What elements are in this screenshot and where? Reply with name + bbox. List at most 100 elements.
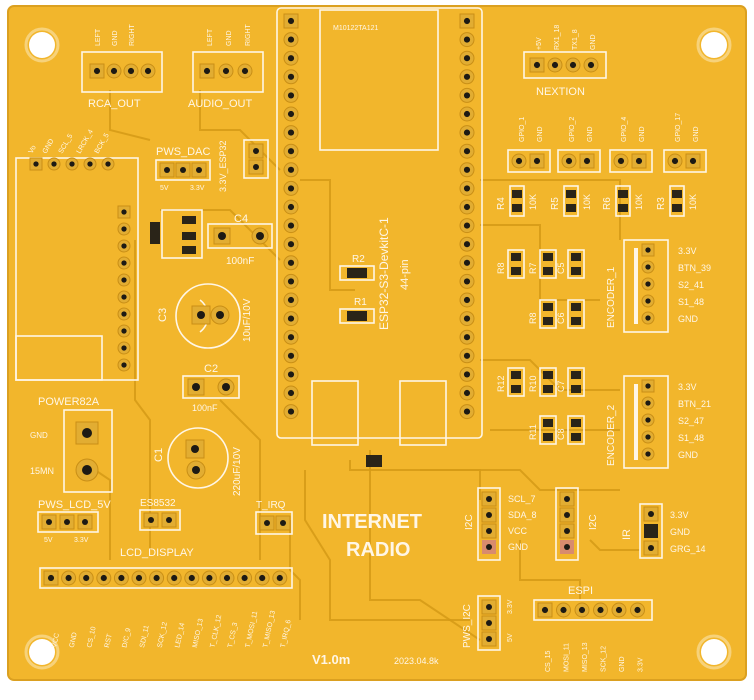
i2c-pin-label: VCC: [508, 526, 528, 536]
gpio-pin: [631, 153, 647, 169]
nextion-pin: [529, 57, 545, 73]
esp32-power-jumper: [243, 139, 269, 179]
esp32-right-pin: [459, 32, 475, 48]
gpio-header-label: GND: [537, 126, 544, 142]
rca-pin: [123, 63, 139, 79]
i2c-right-label: I2C: [588, 514, 599, 530]
c2-capacitor: [182, 375, 240, 399]
encoder-pin: [641, 447, 655, 461]
encoder-part-label: C5: [556, 262, 566, 274]
encoder-part-label: C7: [556, 380, 566, 392]
esp32-right-pin: [459, 199, 475, 215]
esp32-right-pin: [459, 218, 475, 234]
gpio-header-label: GPIO_17: [675, 113, 682, 142]
espi-pin-label: MOSI_11: [564, 643, 571, 672]
encoder-part-label: R10: [528, 375, 538, 392]
pws-i2c-33v: 3.3V: [507, 599, 514, 614]
esp32-left-pin: [283, 218, 299, 234]
pws-dac-jumper: [155, 159, 211, 181]
nextion-label: NEXTION: [536, 86, 585, 98]
c2-value: 100nF: [192, 403, 218, 413]
c4-capacitor: [207, 223, 273, 249]
lcd-display-label: LCD_DISPLAY: [120, 547, 194, 559]
c3-value: 10uF/10V: [242, 298, 253, 342]
encoder-pin-label: S2_47: [678, 416, 704, 426]
t-irq-jumper: [255, 511, 293, 535]
esp32-left-pin: [283, 292, 299, 308]
copper-traces: [94, 90, 640, 641]
esp32-left-pin: [283, 329, 299, 345]
encoder-pin-label: S1_48: [678, 433, 704, 443]
dac-side-pin: [117, 273, 131, 287]
c3-capacitor: [175, 283, 241, 349]
encoder-pin-label: S2_41: [678, 280, 704, 290]
ir-header: [639, 503, 663, 559]
gpio-pin: [613, 153, 629, 169]
dac-side-pin: [117, 324, 131, 338]
gpio-pin: [667, 153, 683, 169]
encoder-pin: [641, 243, 655, 257]
encoder-pin-label: S1_48: [678, 297, 704, 307]
nextion-pin-label: RX1_18: [554, 25, 561, 50]
mounting-holes: [24, 27, 732, 670]
dac-top-pin: [47, 157, 61, 171]
lcd-pin-label: GND: [69, 632, 79, 649]
c1-capacitor: [167, 427, 229, 489]
encoder-pin: [641, 413, 655, 427]
audio-pin-label: LEFT: [207, 28, 214, 46]
encoder-part-label: R8: [496, 262, 506, 274]
esp32-right-pin: [459, 162, 475, 178]
pin-count-label: 44-pin: [399, 259, 411, 290]
audio-out-label: AUDIO_OUT: [188, 98, 252, 110]
esp32-left-pin: [283, 255, 299, 271]
i2c-header-2: [555, 487, 579, 561]
dac-top-pin: [65, 157, 79, 171]
lcd-pin: [96, 570, 112, 586]
pws-lcd-jumper: [37, 511, 99, 533]
gpio-resistor-name: R6: [602, 197, 613, 210]
gpio-pin: [511, 153, 527, 169]
encoder-part-label: C8: [556, 428, 566, 440]
lcd-pin: [43, 570, 59, 586]
dac-side-pin: [117, 341, 131, 355]
gpio-pin: [685, 153, 701, 169]
nextion-pin: [547, 57, 563, 73]
lcd-pin: [61, 570, 77, 586]
esp32-right-pin: [459, 106, 475, 122]
pws-i2c-5v: 5V: [507, 633, 514, 642]
encoder-pin-label: GND: [678, 314, 699, 324]
rca-out-connector: [81, 51, 163, 93]
dac-top-pin: [101, 157, 115, 171]
esp32-left-pin: [283, 199, 299, 215]
audio-pin-label: GND: [226, 30, 233, 46]
lcd-pin-label: SDI_11: [139, 625, 151, 649]
gpio-header-label: GND: [587, 126, 594, 142]
esp32-power-label: 3.3V_ESP32: [218, 140, 228, 192]
esp32-right-pin: [459, 366, 475, 382]
gpio-resistor-value: 10K: [634, 194, 644, 210]
esp32-right-pin: [459, 50, 475, 66]
encoder-part-label: R7: [528, 262, 538, 274]
lcd-pin: [78, 570, 94, 586]
i2c-pin-label: SCL_7: [508, 494, 536, 504]
esp32-left-pin: [283, 311, 299, 327]
esp32-right-pin: [459, 87, 475, 103]
audio-pin-label: RIGHT: [245, 24, 252, 47]
i2c-pin-label: SDA_8: [508, 510, 537, 520]
encoder1-label: ENCODER_1: [606, 266, 617, 328]
dac-module-outline: [15, 157, 139, 381]
power-connector: [63, 409, 113, 493]
c1-label: C1: [153, 448, 165, 462]
esp32-right-pin: [459, 13, 475, 29]
gpio-header-label: GPIO_1: [519, 117, 526, 142]
encoder-pin-label: BTN_21: [678, 399, 711, 409]
encoder-pin: [641, 311, 655, 325]
i2c-pin-label: GND: [508, 542, 529, 552]
rca-pin-label: RIGHT: [129, 24, 136, 47]
power-in-label: 15MN: [30, 466, 54, 476]
